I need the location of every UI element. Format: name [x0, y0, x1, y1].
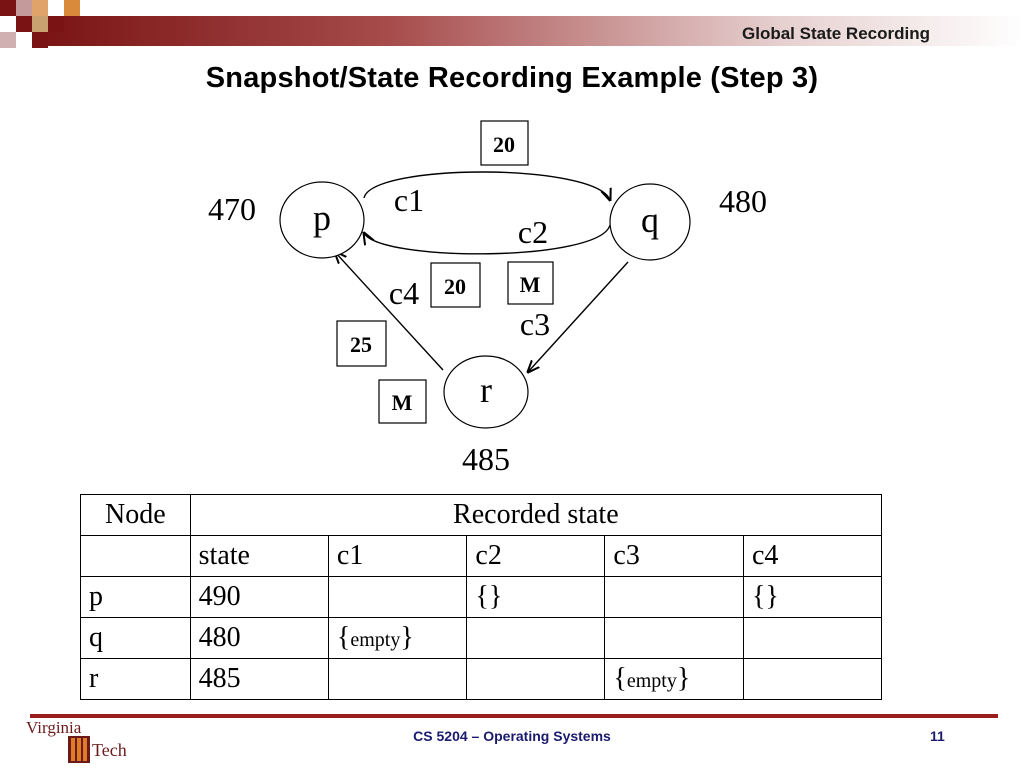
footer-course-label: CS 5204 – Operating Systems: [413, 728, 611, 744]
cell-node: r: [80, 658, 191, 700]
subheader-c3: c3: [604, 535, 744, 577]
header-node: Node: [80, 494, 191, 536]
subheader-c1: c1: [327, 535, 468, 577]
channel-c2-label: c2: [518, 214, 548, 250]
cell-state: 490: [189, 576, 329, 618]
marker-c4-label: M: [392, 390, 413, 415]
cell-c2: [466, 617, 606, 659]
cell-c4: {}: [742, 576, 883, 618]
channel-c3-arrow: [528, 261, 629, 372]
subheader-c4: c4: [742, 535, 883, 577]
footer-divider: [30, 714, 998, 718]
header-band: [0, 0, 1024, 48]
channel-c1-arrow: [363, 171, 610, 200]
header-recorded-state: Recorded state: [189, 494, 883, 536]
svg-text:Virginia: Virginia: [26, 718, 82, 737]
recorded-state-table: Node Recorded state state c1 c2 c3 c4 p …: [80, 494, 883, 700]
cell-c2: [466, 658, 606, 700]
cell-c4: [742, 658, 883, 700]
virginia-tech-logo: Virginia Tech: [26, 718, 127, 763]
node-r-circle: [443, 355, 529, 429]
cell-state: 485: [189, 658, 329, 700]
table-row: p 490 {} {}: [80, 576, 883, 618]
cell-c3: [604, 576, 744, 618]
node-p-circle: [279, 181, 365, 259]
table-row: r 485 {empty}: [80, 658, 883, 700]
channel-c1-label: c1: [394, 182, 424, 218]
header-title: Global State Recording: [742, 24, 930, 43]
cell-c1: [327, 658, 468, 700]
message-c4-upper-value: 20: [444, 274, 466, 299]
cell-c4: [742, 617, 883, 659]
channel-c4-arrow: [335, 252, 444, 371]
cell-c3: [604, 617, 744, 659]
svg-text:Tech: Tech: [92, 740, 127, 760]
channel-c3-label: c3: [520, 306, 550, 342]
message-box-c4-upper: [430, 262, 481, 308]
empty-label: empty: [626, 670, 677, 692]
message-c1-value: 20: [493, 132, 515, 157]
cell-c3: {empty}: [604, 658, 744, 700]
subheader-empty: [80, 535, 191, 577]
marker-box-c4: [378, 379, 427, 424]
node-r-label: r: [480, 370, 492, 410]
node-q-label: q: [641, 200, 659, 240]
table-row: q 480 {empty}: [80, 617, 883, 659]
table-subheader-row: state c1 c2 c3 c4: [80, 535, 883, 577]
empty-label: empty: [350, 629, 401, 651]
marker-c3-label: M: [520, 272, 541, 297]
message-c4-lower-value: 25: [350, 332, 372, 357]
message-box-c4-lower: [336, 320, 387, 367]
channel-c2-arrow: [364, 224, 611, 255]
cell-c1: {empty}: [327, 617, 468, 659]
marker-box-c3: [507, 261, 554, 305]
cell-c1: [327, 576, 468, 618]
cell-node: p: [80, 576, 191, 618]
cell-c2: {}: [466, 576, 606, 618]
node-q-circle: [609, 183, 691, 261]
cell-state: 480: [189, 617, 329, 659]
node-q-value: 480: [719, 183, 767, 219]
channel-c4-label: c4: [389, 275, 419, 311]
node-p-label: p: [313, 198, 331, 238]
table-header-row: Node Recorded state: [80, 494, 883, 536]
node-r-value: 485: [462, 441, 510, 477]
subheader-state: state: [189, 535, 329, 577]
node-p-value: 470: [208, 191, 256, 227]
page-number: 11: [930, 728, 945, 744]
cell-node: q: [80, 617, 191, 659]
subheader-c2: c2: [466, 535, 606, 577]
message-box-c1: [480, 120, 529, 166]
slide-title: Snapshot/State Recording Example (Step 3…: [205, 62, 819, 94]
